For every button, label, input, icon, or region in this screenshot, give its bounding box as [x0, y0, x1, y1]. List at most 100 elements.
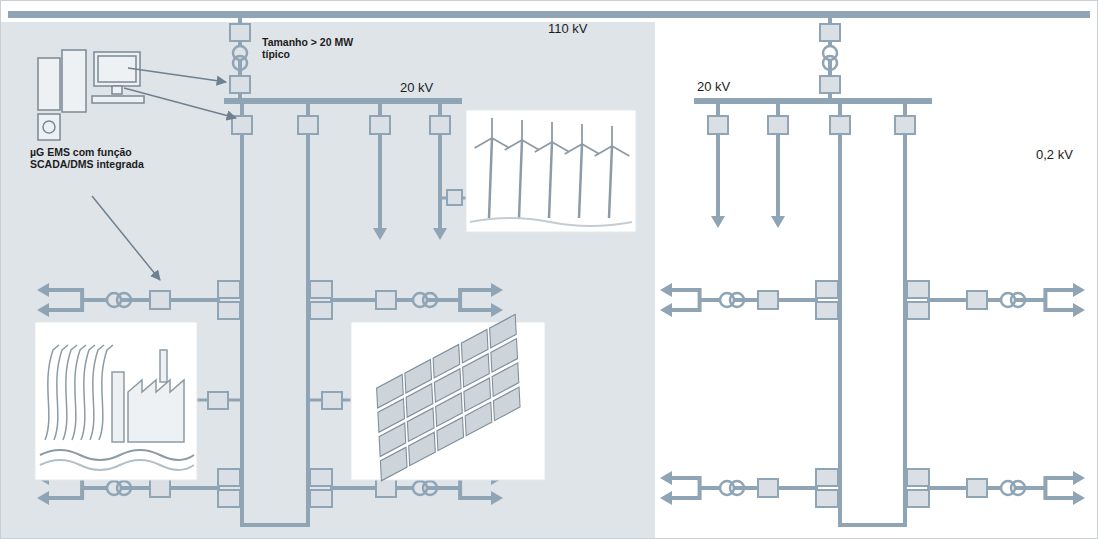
- turbine-blade: [582, 144, 599, 154]
- switch-box: [298, 116, 318, 134]
- switch-box: [376, 479, 396, 497]
- transformer-symbol: [730, 293, 744, 307]
- switch-box: [758, 291, 778, 309]
- arrow-head: [711, 216, 725, 228]
- ring-wire: [240, 523, 310, 527]
- solar-field-picture: [351, 314, 545, 480]
- arrow-head: [37, 303, 49, 317]
- computer-part: [38, 58, 60, 110]
- building: [112, 372, 124, 442]
- feeder-wire: [460, 308, 492, 312]
- switch-box: [150, 479, 170, 497]
- switch-box: [370, 116, 390, 134]
- chimney: [160, 350, 167, 382]
- turbine-tower: [579, 144, 582, 218]
- turbine-blade: [611, 126, 613, 146]
- turbine-blade: [565, 144, 582, 154]
- microgrid-region: [0, 22, 655, 539]
- voltage-label: 20 kV: [400, 81, 433, 96]
- transformer-symbol: [117, 481, 131, 495]
- feeder-wire: [460, 288, 492, 292]
- transformer-symbol: [423, 481, 437, 495]
- switch-box: [218, 302, 240, 319]
- switch-box: [816, 302, 838, 319]
- feeder-wire: [48, 496, 82, 500]
- busbar-20kv: [224, 98, 462, 104]
- network: [8, 11, 1090, 527]
- feeder-wire: [1045, 308, 1074, 312]
- feeder-wire: [1045, 496, 1074, 500]
- switch-box: [310, 302, 332, 319]
- arrow-head: [1073, 471, 1085, 485]
- switch-box: [218, 490, 240, 507]
- switch-box: [816, 281, 838, 298]
- feeder-wire: [48, 308, 82, 312]
- wave: [40, 460, 194, 470]
- transformer-symbol: [1011, 481, 1025, 495]
- switch-box: [967, 291, 987, 309]
- switch-box: [218, 469, 240, 486]
- arrow-head: [660, 491, 672, 505]
- turbine-blade: [551, 122, 553, 142]
- turbine-blade: [522, 140, 539, 150]
- switch-box: [230, 76, 250, 93]
- turbine-blade: [475, 138, 492, 148]
- solar-panel: [465, 402, 492, 435]
- picture-ground: [466, 110, 636, 232]
- turbine-tower: [489, 138, 492, 218]
- arrow-head: [37, 283, 49, 297]
- computer-part: [62, 50, 86, 112]
- switch-box: [820, 24, 840, 41]
- turbine-blade: [595, 146, 612, 156]
- turbine-tower: [609, 146, 612, 218]
- transformer-symbol: [730, 481, 744, 495]
- computer-part: [43, 121, 55, 133]
- turbine-blade: [492, 138, 509, 148]
- voltage-label: 0,2 kV: [1036, 148, 1073, 163]
- arrow-head: [491, 283, 503, 297]
- leader-line: [124, 88, 236, 118]
- feeder-wire: [671, 496, 700, 500]
- switch-box: [816, 469, 838, 486]
- solar-panel: [409, 432, 436, 465]
- feeder-wire: [460, 496, 492, 500]
- computer-part: [92, 96, 144, 103]
- switch-box: [708, 116, 728, 134]
- feeder-wire: [1045, 288, 1074, 292]
- feeder-wire: [671, 308, 700, 312]
- arrow-head: [37, 491, 49, 505]
- switch-box: [232, 116, 252, 134]
- arrow-head: [491, 491, 503, 505]
- factory: [128, 380, 184, 442]
- arrow-head: [373, 228, 387, 240]
- busbar-20kv: [694, 98, 932, 104]
- transformer-symbol: [117, 293, 131, 307]
- arrow-head: [1073, 491, 1085, 505]
- switch-box: [322, 392, 342, 409]
- switch-box: [150, 291, 170, 309]
- switch-box: [967, 479, 987, 497]
- switch-box: [230, 24, 250, 41]
- switch-box: [310, 281, 332, 298]
- arrow-head: [1073, 303, 1085, 317]
- switch-box: [758, 479, 778, 497]
- voltage-label: µG EMS com função SCADA/DMS integrada: [30, 146, 148, 170]
- ring-wire: [838, 523, 907, 527]
- arrow-head: [433, 228, 447, 240]
- voltage-label: 110 kV: [548, 22, 588, 37]
- picture-ground: [351, 322, 545, 480]
- solar-panel: [437, 417, 464, 450]
- switch-box: [430, 116, 450, 134]
- water-stroke: [99, 345, 113, 440]
- transformer-symbol: [423, 293, 437, 307]
- turbine-blade: [491, 118, 493, 138]
- busbar-110kv: [8, 11, 1090, 18]
- switch-box: [907, 302, 929, 319]
- arrow-head: [660, 283, 672, 297]
- switch-box: [820, 76, 840, 93]
- switch-box: [816, 490, 838, 507]
- turbine-blade: [581, 124, 583, 144]
